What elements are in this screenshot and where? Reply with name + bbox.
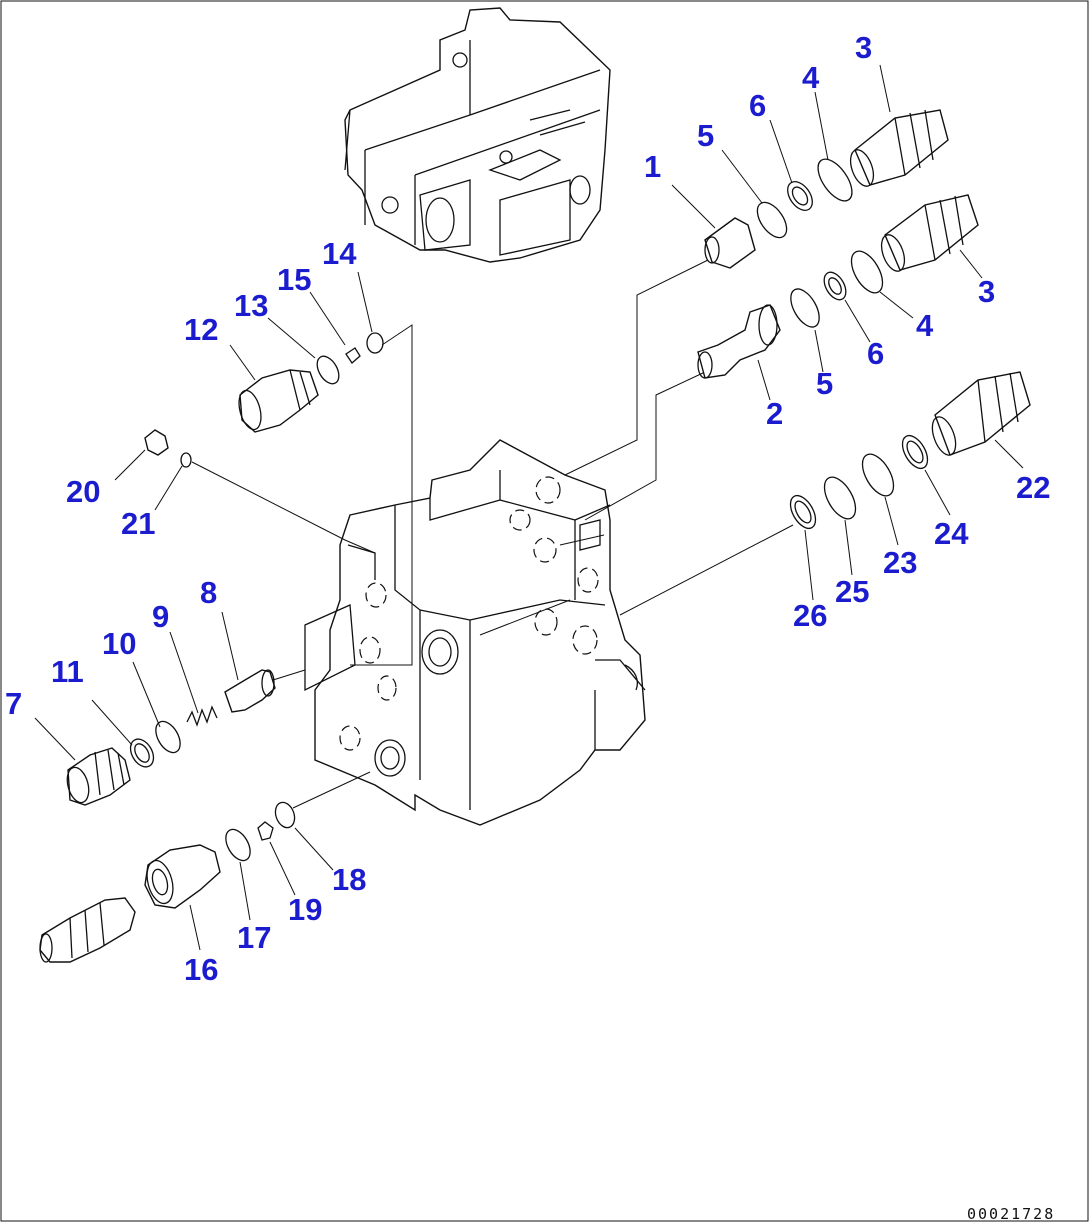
relief-valve-cartridge [39,897,136,963]
callout-20: 20 [66,474,100,509]
callout-5-top: 5 [697,118,714,153]
part-18-oring [274,801,296,829]
callout-22: 22 [1016,470,1050,505]
drawing-code: 00021728 [967,1205,1055,1223]
part-6b-ring [823,271,847,301]
part-21-oring [180,452,192,468]
callout-24: 24 [934,516,969,551]
part-11-ring [129,738,155,768]
callout-7: 7 [5,686,22,721]
callout-23: 23 [883,545,917,580]
callout-11: 11 [51,654,84,689]
callout-numbers: 1 2 3 3 4 4 5 5 6 6 7 8 9 10 11 12 13 14… [5,30,1050,987]
callout-9: 9 [152,599,169,634]
part-22-plug [931,371,1031,456]
part-20-fitting [144,429,169,456]
callout-10: 10 [102,626,136,661]
part-26-ring [789,494,817,530]
callout-3-top: 3 [855,30,872,65]
part-1-plug [704,217,756,269]
callout-8: 8 [200,575,217,610]
callout-19: 19 [288,892,322,927]
callout-2: 2 [766,396,783,431]
valve-body [304,439,646,826]
callout-18: 18 [332,862,366,897]
callout-1: 1 [644,149,661,184]
part-9-spring [186,705,218,727]
callout-15: 15 [277,262,311,297]
valve-assembly-overview [344,7,611,263]
callout-21: 21 [121,506,155,541]
callout-6-top: 6 [749,88,766,123]
callout-3-mid: 3 [978,274,995,309]
part-2-spool [697,304,781,379]
part-13-oring [316,355,340,385]
callout-13: 13 [234,288,268,323]
part-4a-oring [817,158,853,202]
part-3a-plug [849,109,949,187]
part-25-oring [823,476,857,520]
callout-4-top: 4 [802,60,820,95]
part-6a-ring [787,181,813,211]
callout-25: 25 [835,574,869,609]
callout-5-mid: 5 [816,366,833,401]
part-17-oring [225,828,251,862]
callout-17: 17 [237,920,271,955]
part-16-relief-valve [144,844,221,909]
callout-4-mid: 4 [916,308,934,343]
callout-16: 16 [184,952,218,987]
part-14-oring [366,332,384,354]
callout-14: 14 [322,236,357,271]
part-7-plug [66,747,131,806]
part-15-nut [345,347,361,364]
part-19-nut [257,821,274,841]
part-24-ring [901,434,929,470]
part-10-oring [155,720,181,754]
part-8-piston [224,669,276,713]
callout-26: 26 [793,598,827,633]
part-3b-plug [880,194,979,272]
part-5a-oring [756,201,788,239]
callout-leaders [34,64,1024,951]
leader-lines [191,259,794,809]
callout-6-mid: 6 [867,336,884,371]
callout-12: 12 [184,312,218,347]
part-12-plug [238,369,319,433]
part-4b-oring [850,250,884,294]
part-5b-oring [790,288,820,328]
part-23-oring [861,453,895,497]
